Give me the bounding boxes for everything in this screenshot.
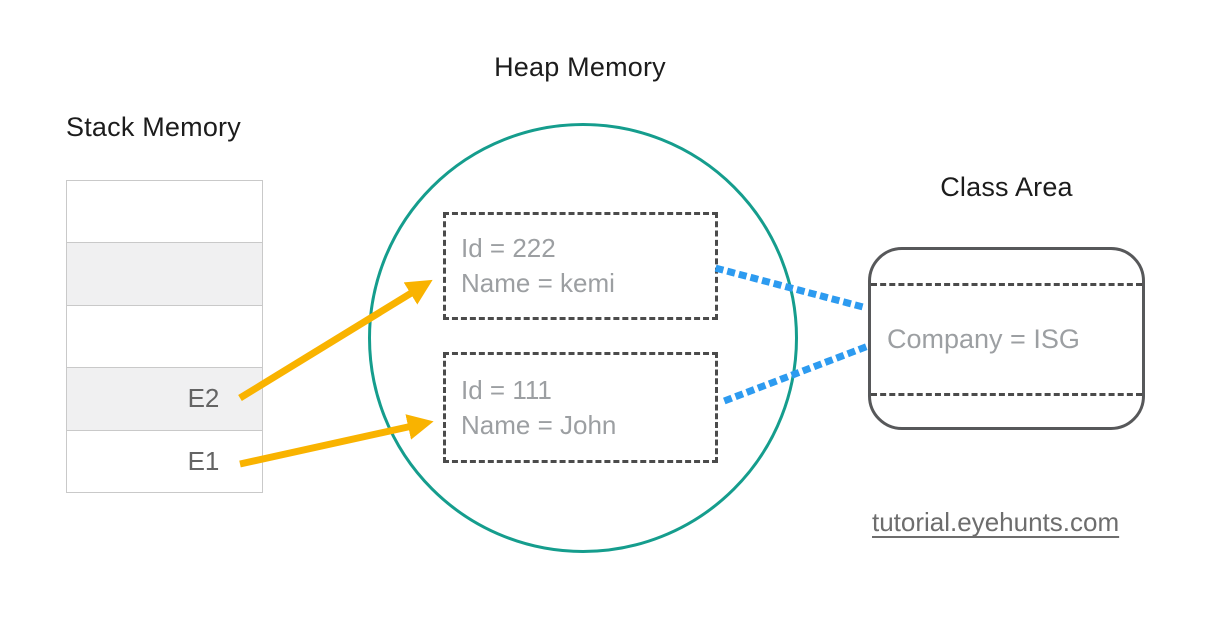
site-link[interactable]: tutorial.eyehunts.com <box>872 507 1120 537</box>
heap-object-kemi-name: Name = kemi <box>461 268 615 298</box>
class-area-box: Company = ISG <box>868 247 1145 430</box>
stack-frame-e1: E1 <box>187 445 220 476</box>
class-divider-bottom <box>871 393 1142 396</box>
class-area-title: Class Area <box>940 172 1073 202</box>
heap-object-kemi-id: Id = 222 <box>461 233 556 263</box>
heap-object-john-id: Id = 111 <box>461 374 552 405</box>
stack-memory-title: Stack Memory <box>66 112 241 142</box>
class-static-field: Company = ISG <box>887 324 1080 354</box>
heap-memory-circle <box>368 123 798 553</box>
stack-frame-empty-1 <box>67 181 262 244</box>
stack-frame-e2: E2 <box>67 368 262 431</box>
heap-memory-title: Heap Memory <box>494 52 666 82</box>
heap-object-kemi: Id = 222 Name = kemi <box>443 212 718 320</box>
stack-frame-empty-3 <box>67 306 262 369</box>
stack-memory-table: E2 E1 <box>66 180 263 493</box>
class-divider-top <box>871 283 1142 286</box>
stack-frame-empty-2 <box>67 243 262 306</box>
heap-object-john-name: Name = John <box>461 409 617 440</box>
heap-object-john: Id = 111 Name = John <box>443 352 718 463</box>
